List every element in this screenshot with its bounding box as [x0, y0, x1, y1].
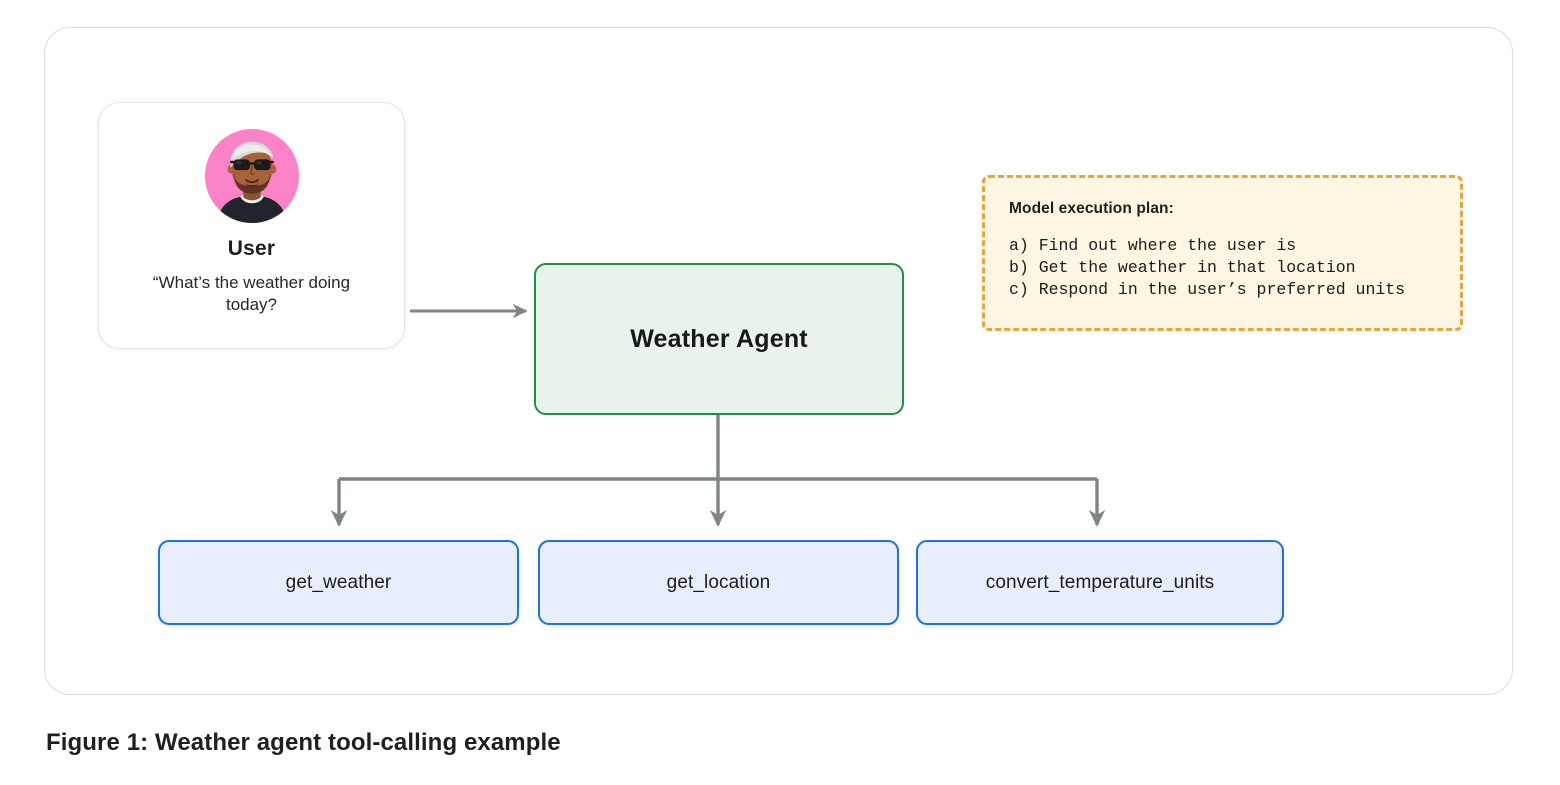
- tool-box-get-weather[interactable]: get_weather: [158, 540, 519, 625]
- plan-title: Model execution plan:: [1009, 200, 1174, 217]
- tool-box-get-location[interactable]: get_location: [538, 540, 899, 625]
- tool-label: get_weather: [285, 571, 392, 593]
- tool-label: get_location: [666, 571, 771, 593]
- user-quote: “What’s the weather doing today?: [152, 273, 351, 314]
- plan-step: b) Get the weather in that location: [1009, 257, 1356, 277]
- tool-box-convert-temperature-units[interactable]: convert_temperature_units: [916, 540, 1284, 625]
- tool-label: convert_temperature_units: [985, 571, 1215, 593]
- agent-label: Weather Agent: [630, 324, 808, 353]
- plan-steps: a) Find out where the user is b) Get the…: [1009, 235, 1436, 301]
- figure-frame: User “What’s the weather doing today? We…: [44, 27, 1513, 695]
- agent-box[interactable]: Weather Agent: [534, 263, 904, 415]
- user-card: User “What’s the weather doing today?: [98, 102, 405, 349]
- model-execution-plan-callout: Model execution plan: a) Find out where …: [982, 175, 1463, 331]
- user-name: User: [227, 237, 276, 260]
- plan-step: a) Find out where the user is: [1009, 236, 1297, 255]
- figure-caption: Figure 1: Weather agent tool-calling exa…: [46, 729, 561, 756]
- plan-step: c) Respond in the user’s preferred units: [1009, 279, 1406, 299]
- avatar: [203, 127, 301, 225]
